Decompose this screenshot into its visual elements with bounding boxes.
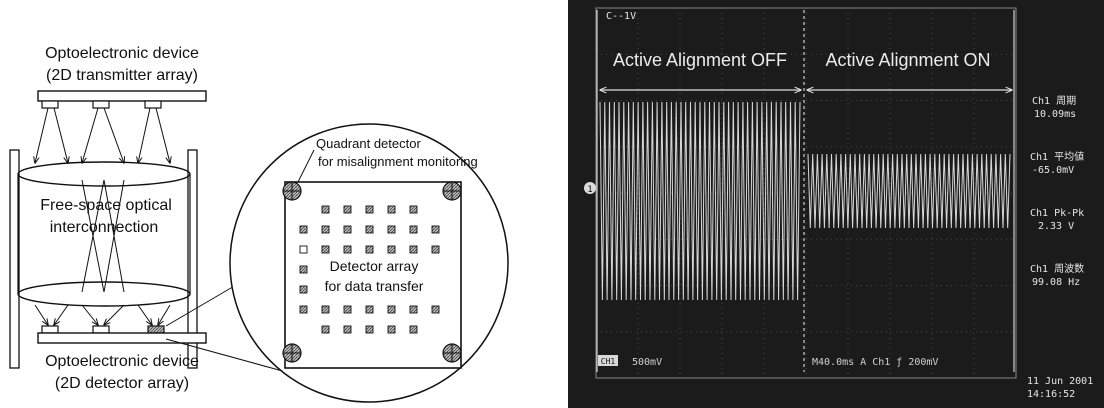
active-on-label: Active Alignment ON (825, 50, 990, 70)
detector-board (37, 332, 207, 344)
left-side-plate (9, 149, 20, 369)
detector-pixel (343, 325, 352, 334)
top-beam-paths (35, 107, 170, 293)
detector-pixel (343, 245, 352, 254)
optics-label-1: Free-space optical (40, 197, 172, 214)
detector-pixel (409, 325, 418, 334)
channel-badge: CH1 (601, 357, 616, 366)
detector-pixel (431, 305, 440, 314)
transmitter-element (144, 100, 162, 109)
transmitter-element (41, 100, 59, 109)
detector-pixel (365, 325, 374, 334)
capture-date: 11 Jun 2001 (1027, 376, 1093, 387)
detector-pixel (365, 305, 374, 314)
channel-badge-bg (598, 355, 618, 366)
detector-pixel (343, 205, 352, 214)
transmitter-board (37, 90, 207, 102)
readout-label: Ch1 平均値 (1030, 150, 1084, 163)
detector-pixel (387, 305, 396, 314)
detector-pixel (299, 245, 308, 254)
signal-trace-off (599, 101, 801, 301)
quadrant-detectors (282, 181, 462, 363)
detector-pixel (321, 245, 330, 254)
detector-pixel (299, 305, 308, 314)
detector-pixel (409, 305, 418, 314)
bottom-device-label-2: (2D detector array) (55, 375, 189, 392)
quadrant-label-1: Quadrant detector (316, 136, 421, 151)
active-off-label: Active Alignment OFF (613, 50, 787, 70)
optics-label-2: interconnection (50, 219, 159, 236)
detector-pixel (409, 205, 418, 214)
readout-label: Ch1 Pk-Pk (1030, 208, 1084, 219)
detector-pixel (365, 205, 374, 214)
detector-pixel (321, 325, 330, 334)
detector-element (41, 325, 59, 334)
detector-pixel (299, 225, 308, 234)
detector-pixel (409, 225, 418, 234)
timebase-trigger: M40.0ms A Ch1 ƒ 200mV (812, 357, 938, 368)
channel-marker: 1 (584, 182, 596, 195)
volts-per-div: 500mV (632, 357, 662, 368)
detector-label-bg (326, 255, 450, 299)
detector-pixel (409, 245, 418, 254)
detector-pixel (299, 285, 308, 294)
signal-trace-on (807, 153, 1011, 229)
transmitter-element (92, 100, 110, 109)
readout-value: 10.09ms (1034, 109, 1076, 120)
detector-pixel (343, 305, 352, 314)
detector-element (92, 325, 110, 334)
oscilloscope-capture: C--1V Active Alignment OFF Active Alignm… (568, 0, 1104, 408)
detector-label-2: for data transfer (325, 278, 424, 294)
svg-text:1: 1 (587, 185, 592, 195)
detector-pixel (321, 305, 330, 314)
detector-pixel (387, 225, 396, 234)
bottom-device-label-1: Optoelectronic device (45, 353, 199, 370)
readout-label: Ch1 周波数 (1030, 262, 1084, 275)
detector-pixel (387, 325, 396, 334)
detector-grid (299, 205, 440, 334)
detector-pixel (431, 225, 440, 234)
side-readouts: Ch1 周期 10.09ms Ch1 平均値 -65.0mV Ch1 Pk-Pk… (1030, 95, 1084, 288)
system-diagram: Optoelectronic device (2D transmitter ar… (9, 45, 509, 403)
readout-value: 99.08 Hz (1032, 277, 1080, 288)
scope-screen (568, 0, 1104, 408)
detector-pixel (365, 245, 374, 254)
detector-pixel (387, 245, 396, 254)
detector-label-1: Detector array (330, 258, 419, 274)
bottom-lens (17, 281, 191, 307)
quadrant-pointer (297, 149, 315, 183)
detector-pixel (431, 245, 440, 254)
detector-pixel (343, 225, 352, 234)
detector-pixel (387, 205, 396, 214)
detector-element-highlighted (147, 325, 165, 334)
readout-value: -65.0mV (1032, 165, 1074, 176)
capture-time: 14:16:52 (1027, 389, 1075, 400)
bottom-beam-paths (34, 304, 171, 325)
detector-pixel (299, 265, 308, 274)
readout-label: Ch1 周期 (1032, 95, 1076, 107)
right-side-plate (187, 149, 198, 369)
detector-pixel (365, 225, 374, 234)
detector-pixel (321, 205, 330, 214)
detector-pixel (321, 225, 330, 234)
readout-value: 2.33 V (1038, 221, 1074, 232)
top-device-label-1: Optoelectronic device (45, 45, 199, 62)
quadrant-label-2: for misalignment monitoring (318, 154, 478, 169)
scope-tag: C--1V (606, 11, 636, 22)
top-device-label-2: (2D transmitter array) (46, 67, 198, 84)
